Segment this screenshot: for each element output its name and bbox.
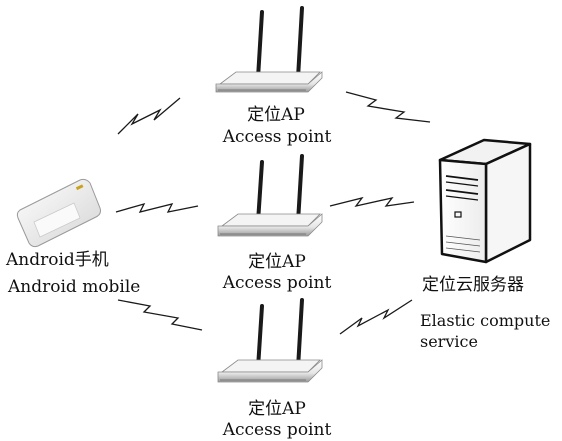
- access-point-bottom-label-cn: 定位AP: [248, 399, 306, 419]
- cloud-server-label-cn: 定位云服务器: [422, 275, 524, 295]
- access-point-top-label-cn: 定位AP: [247, 105, 305, 125]
- wireless-signal-icon: [117, 299, 203, 331]
- wireless-router-icon: [217, 298, 323, 383]
- wireless-signal-icon: [115, 202, 199, 213]
- access-point-middle-label-en: Access point: [222, 273, 332, 293]
- wireless-signal-icon: [339, 299, 413, 335]
- android-phone-icon: [16, 178, 101, 248]
- server-tower-icon: [438, 138, 532, 264]
- access-point-top: 定位AP Access point: [215, 6, 332, 147]
- cloud-server-label-en-line2: service: [420, 332, 478, 351]
- cloud-server: 定位云服务器 Elastic compute service: [420, 138, 550, 351]
- access-point-bottom-label-en: Access point: [222, 420, 332, 440]
- android-mobile: Android手机 Android mobile: [5, 178, 140, 297]
- cloud-server-label-en-line1: Elastic compute: [420, 311, 550, 330]
- wireless-signal-icon: [329, 196, 415, 208]
- access-point-bottom: 定位AP Access point: [217, 298, 332, 440]
- android-mobile-label-cn: Android手机: [5, 250, 109, 270]
- android-mobile-label-en: Android mobile: [7, 277, 140, 297]
- access-point-middle-label-cn: 定位AP: [248, 252, 306, 272]
- wireless-router-icon: [215, 6, 323, 93]
- wireless-signal-icon: [117, 97, 181, 135]
- wireless-router-icon: [217, 154, 323, 237]
- access-point-top-label-en: Access point: [222, 127, 332, 147]
- wireless-signal-icon: [345, 91, 431, 123]
- access-point-middle: 定位AP Access point: [217, 154, 332, 293]
